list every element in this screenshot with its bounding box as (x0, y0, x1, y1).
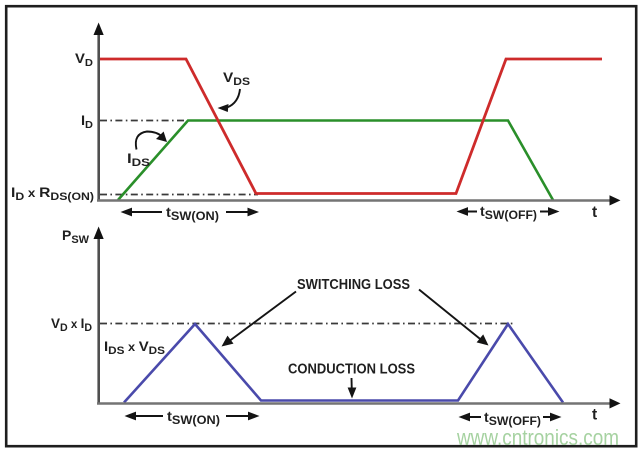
svg-text:SWITCHING LOSS: SWITCHING LOSS (297, 277, 410, 293)
svg-text:tSW(ON): tSW(ON) (167, 408, 220, 427)
svg-text:tSW(OFF): tSW(OFF) (480, 203, 537, 222)
svg-text:tSW(ON): tSW(ON) (166, 204, 219, 223)
svg-text:tSW(OFF): tSW(OFF) (484, 409, 541, 428)
svg-text:www.cntronics.com: www.cntronics.com (456, 425, 619, 450)
svg-text:t: t (592, 204, 597, 221)
svg-text:CONDUCTION LOSS: CONDUCTION LOSS (288, 362, 415, 378)
svg-text:t: t (592, 407, 597, 424)
